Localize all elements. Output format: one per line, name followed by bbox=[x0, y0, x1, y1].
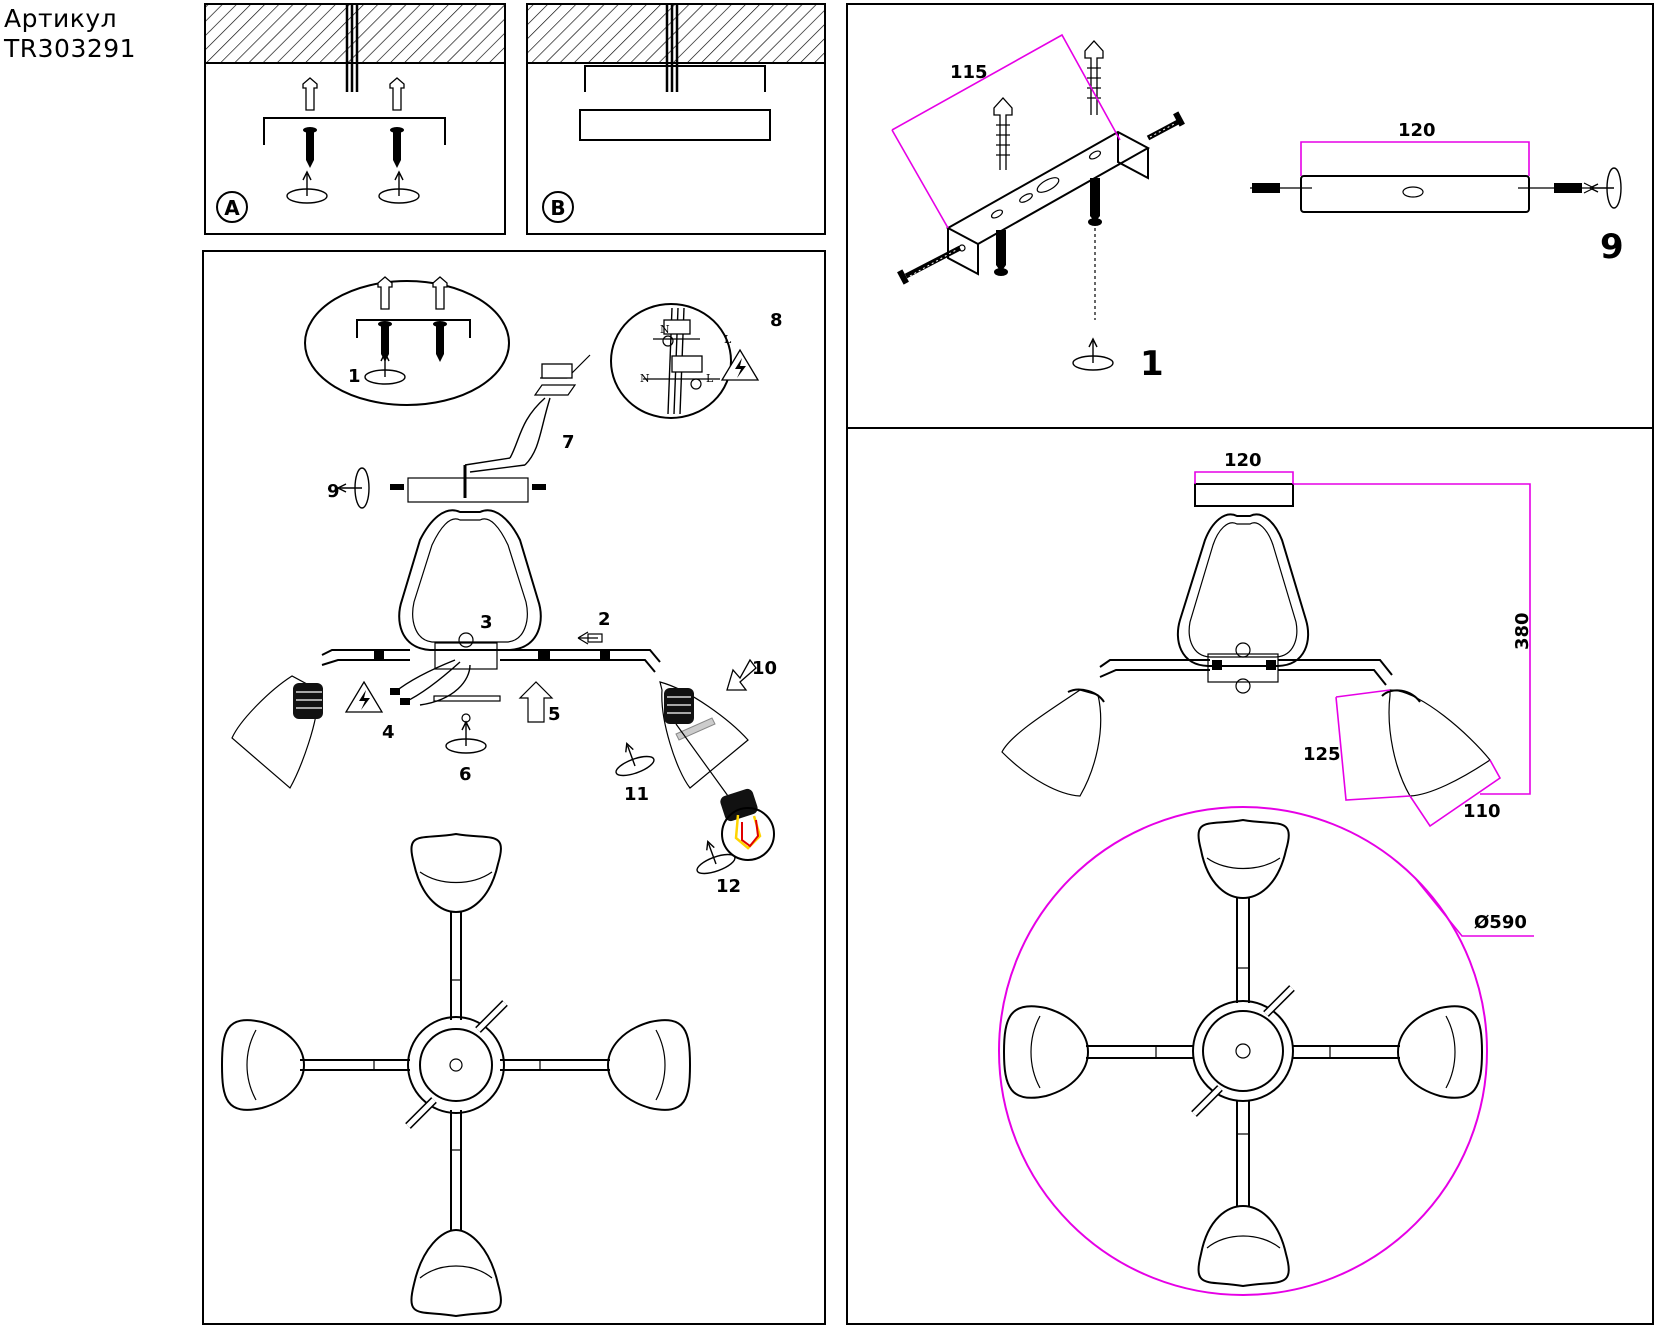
step-5-label: 5 bbox=[548, 704, 561, 725]
dimensions-panel: 120 380 125 110 Ø590 bbox=[846, 427, 1654, 1325]
step-10-label: 10 bbox=[752, 658, 777, 679]
step-8-label: 8 bbox=[770, 310, 783, 331]
wall-plug-icon bbox=[432, 276, 448, 310]
side-right-shade bbox=[1388, 689, 1491, 797]
screw-icon bbox=[303, 127, 317, 168]
rotate-icon bbox=[337, 467, 370, 509]
canopy-plate bbox=[579, 109, 771, 141]
rotate-icon bbox=[364, 352, 406, 385]
step-11-label: 11 bbox=[624, 784, 649, 805]
terminal-block bbox=[541, 363, 573, 379]
mounting-detail-oval bbox=[304, 280, 510, 406]
screw-icon bbox=[994, 230, 1008, 276]
left-socket bbox=[293, 683, 323, 719]
article-number: TR303291 bbox=[4, 34, 137, 63]
live-label: L bbox=[724, 333, 732, 346]
bracket-panel: 1 115 9 120 bbox=[846, 3, 1654, 429]
panel-b-badge bbox=[542, 191, 574, 223]
panel-a-letter: A bbox=[224, 196, 240, 220]
side-left-shade bbox=[1001, 689, 1102, 797]
step-4-label: 4 bbox=[382, 722, 395, 743]
dim-125: 125 bbox=[1303, 744, 1341, 765]
dim-height-line bbox=[1293, 483, 1531, 795]
product-header: Артикул TR303291 bbox=[4, 4, 136, 64]
installed-bracket bbox=[584, 65, 766, 92]
right-socket bbox=[664, 688, 694, 724]
step-1-label: 1 bbox=[348, 366, 361, 387]
wall-plug-icon bbox=[377, 276, 393, 310]
step-3-label: 3 bbox=[480, 612, 493, 633]
electric-warning-icon bbox=[345, 681, 383, 713]
dim-380: 380 bbox=[1512, 612, 1533, 650]
wall-plug-icon bbox=[1084, 40, 1104, 115]
wall-plug-icon bbox=[993, 97, 1013, 170]
live-label: L bbox=[706, 372, 714, 385]
neutral-label: N bbox=[640, 372, 650, 385]
top-view-fixture-dim bbox=[1002, 818, 1484, 1288]
article-label: Артикул bbox=[4, 4, 118, 33]
plate-front-view bbox=[1300, 175, 1530, 213]
panel-b: B bbox=[526, 3, 826, 235]
ceiling-cables-icon bbox=[345, 5, 359, 92]
hub-cover bbox=[433, 695, 501, 702]
rotate-icon bbox=[1589, 167, 1622, 209]
dim-115: 115 bbox=[950, 62, 988, 83]
side-screw-right bbox=[1146, 111, 1185, 141]
step-9-label: 9 bbox=[327, 481, 340, 502]
panel-a: A bbox=[204, 3, 506, 235]
assembly-panel: 1 N L N L 8 7 9 bbox=[202, 250, 826, 1325]
rotate-icon bbox=[688, 833, 738, 879]
light-bulb bbox=[720, 788, 775, 861]
step-2-label: 2 bbox=[598, 609, 611, 630]
canopy bbox=[1194, 483, 1294, 507]
dim-110: 110 bbox=[1463, 801, 1501, 822]
screw-icon bbox=[433, 321, 447, 362]
dim-120-bracket: 120 bbox=[1398, 120, 1436, 141]
panel-a-badge bbox=[216, 191, 248, 223]
mounting-bracket bbox=[263, 117, 446, 145]
diameter-circle bbox=[998, 806, 1488, 1296]
electric-warning-icon bbox=[721, 349, 759, 381]
side-view-hub bbox=[1207, 653, 1279, 683]
rotate-icon bbox=[286, 171, 328, 204]
wall-plug-icon bbox=[302, 77, 318, 111]
step-12-label: 12 bbox=[716, 876, 741, 897]
wall-plug-icon bbox=[389, 77, 405, 111]
screw-icon bbox=[1088, 178, 1102, 226]
crossbar-plate bbox=[407, 477, 529, 503]
top-view-fixture bbox=[220, 832, 692, 1318]
step-6-label: 6 bbox=[459, 764, 472, 785]
dim-diameter: Ø590 bbox=[1474, 912, 1527, 933]
neutral-label: N bbox=[660, 323, 670, 336]
step-9-large-label: 9 bbox=[1600, 227, 1624, 267]
central-hub bbox=[434, 642, 498, 670]
step-1-large-label: 1 bbox=[1140, 344, 1164, 384]
rotate-icon bbox=[607, 735, 657, 781]
wiring-detail-circle bbox=[610, 303, 732, 419]
step-7-label: 7 bbox=[562, 432, 575, 453]
rotate-icon bbox=[445, 721, 487, 754]
rotate-icon bbox=[1072, 338, 1114, 371]
rotate-icon bbox=[378, 171, 420, 204]
dim-120-canopy: 120 bbox=[1224, 450, 1262, 471]
side-screw-left bbox=[897, 244, 966, 285]
panel-b-letter: B bbox=[550, 196, 565, 220]
screw-icon bbox=[390, 127, 404, 168]
